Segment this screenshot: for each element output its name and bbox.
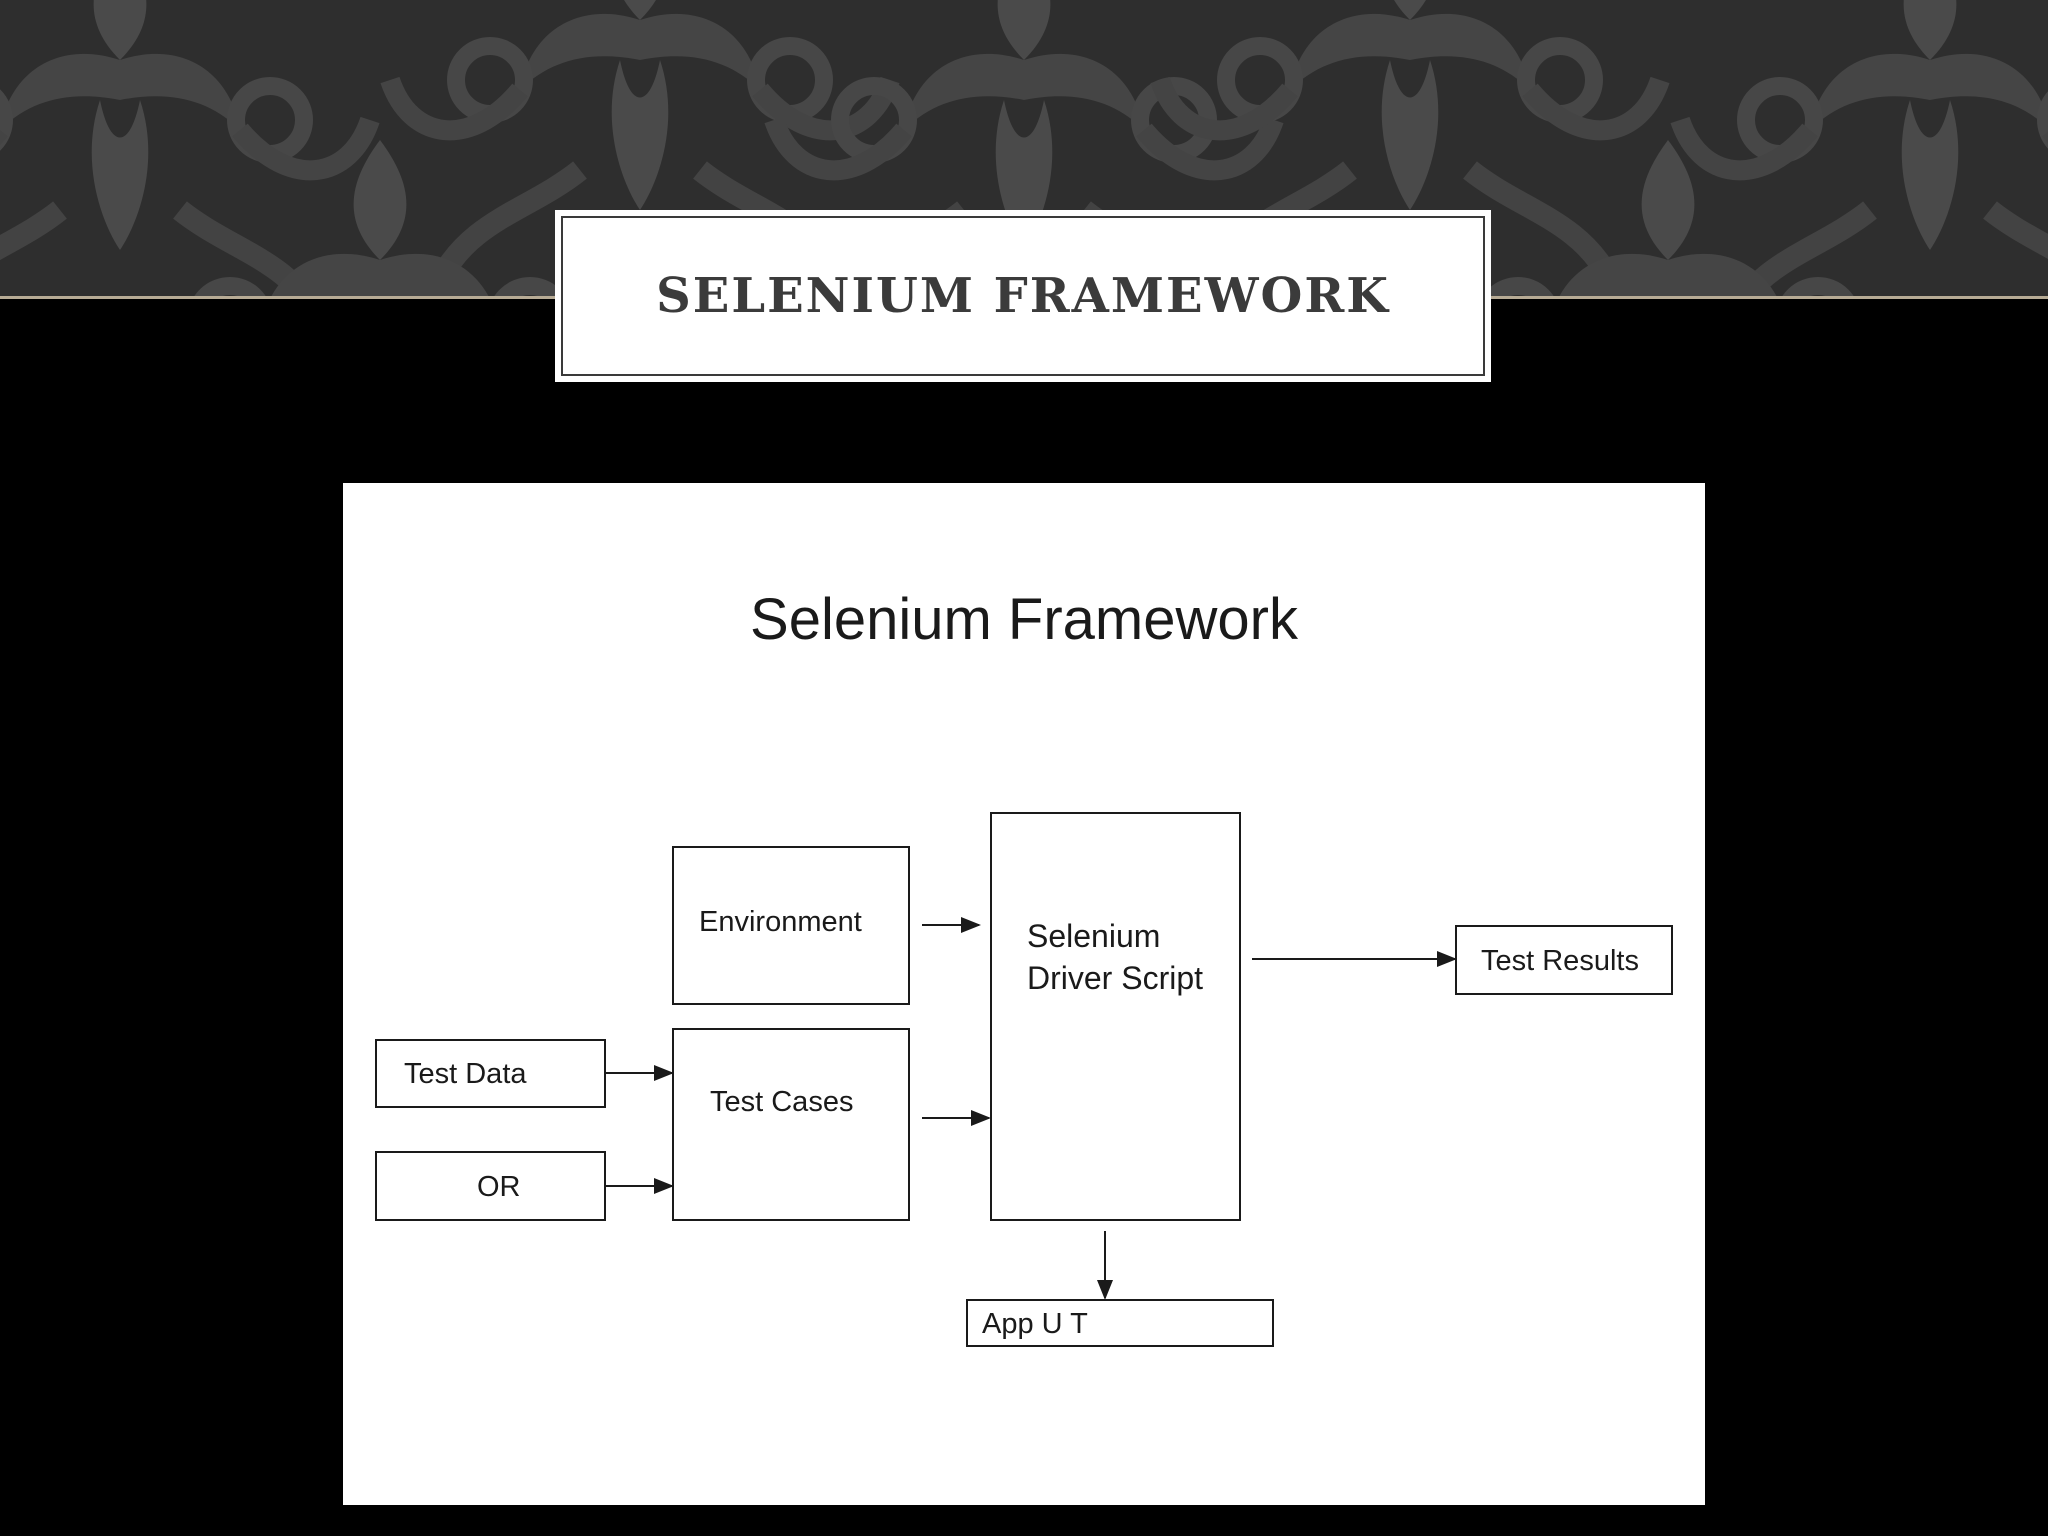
test-cases-label: Test Cases <box>710 1086 854 1118</box>
test-data-label: Test Data <box>404 1058 527 1090</box>
driver-script-label-line2: Driver Script <box>1027 960 1204 996</box>
driver-script-node: Selenium Driver Script <box>990 812 1241 1221</box>
test-results-label: Test Results <box>1481 945 1639 977</box>
or-label: OR <box>477 1171 521 1203</box>
driver-script-label-line1: Selenium <box>1027 918 1161 954</box>
diagram-title: Selenium Framework <box>750 587 1298 652</box>
test-cases-node: Test Cases <box>672 1028 910 1221</box>
or-node: OR <box>375 1151 606 1221</box>
title-box: SELENIUM FRAMEWORK <box>555 210 1491 382</box>
environment-node: Environment <box>672 846 910 1005</box>
slide-title: SELENIUM FRAMEWORK <box>656 268 1390 324</box>
title-box-border: SELENIUM FRAMEWORK <box>561 216 1485 376</box>
environment-label: Environment <box>699 906 862 938</box>
app-ut-label: App U T <box>982 1308 1088 1340</box>
test-results-node: Test Results <box>1455 925 1673 995</box>
test-data-node: Test Data <box>375 1039 606 1108</box>
app-ut-node: App U T <box>966 1299 1274 1347</box>
